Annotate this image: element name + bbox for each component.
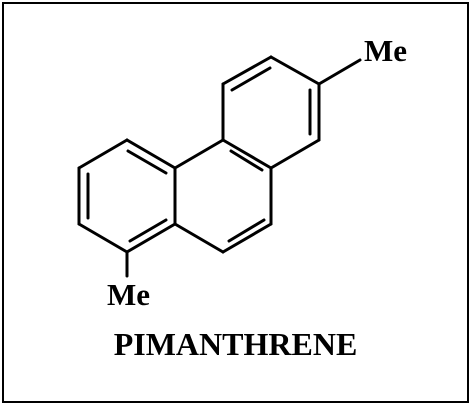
ring-b-bonds [173,138,273,254]
methyl-label-bottom: Me [107,277,150,312]
compound-name: PIMANTHRENE [113,326,358,362]
ring-c-bonds [77,138,177,254]
ring-a-bonds [221,55,321,170]
diagram-frame: Me Me PIMANTHRENE [2,2,469,403]
pimanthrene-structure: Me Me [77,33,407,312]
methyl-bonds [125,58,362,278]
methyl-label-top: Me [364,33,407,68]
